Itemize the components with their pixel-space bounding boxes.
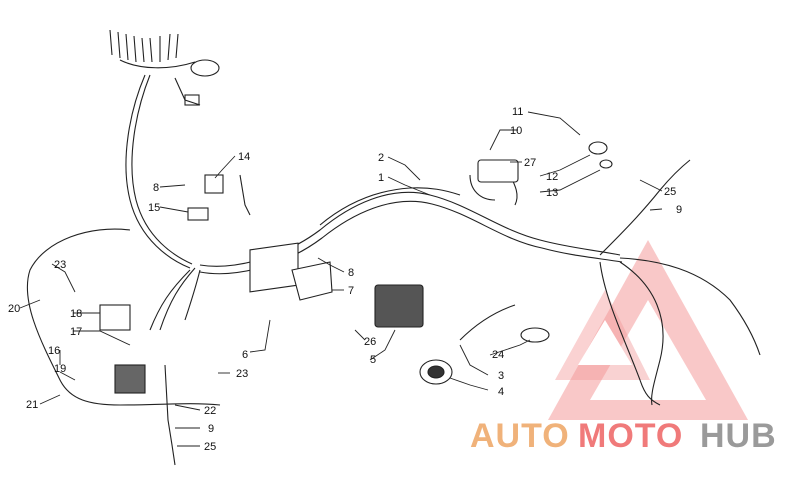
clamp-24 xyxy=(520,327,550,343)
callout-26: 26 xyxy=(364,336,376,348)
relay-box xyxy=(114,364,146,394)
callout-10: 10 xyxy=(510,125,522,137)
callout-14: 14 xyxy=(238,151,250,163)
callout-24: 24 xyxy=(492,349,504,361)
callout-20: 20 xyxy=(8,303,20,315)
watermark-auto: AUTO xyxy=(470,417,570,455)
callout-9-bottom: 9 xyxy=(208,423,214,435)
cdi-box xyxy=(249,242,299,293)
callout-6: 6 xyxy=(242,349,248,361)
callout-3: 3 xyxy=(498,370,504,382)
callout-9-right: 9 xyxy=(676,204,682,216)
callout-8-mid: 8 xyxy=(348,267,354,279)
grommet-13 xyxy=(599,159,613,169)
callout-23-left: 23 xyxy=(54,259,66,271)
connector-15 xyxy=(187,207,209,221)
bracket-14 xyxy=(204,174,224,194)
ignition-switch-icon xyxy=(419,359,453,385)
callout-22: 22 xyxy=(204,405,216,417)
callout-5: 5 xyxy=(370,354,376,366)
callout-8-top: 8 xyxy=(153,182,159,194)
watermark-text: AUTO MOTO HUB xyxy=(470,417,777,455)
callout-16: 16 xyxy=(48,345,60,357)
relay-box-upper xyxy=(99,304,131,331)
callout-4: 4 xyxy=(498,386,504,398)
callout-27: 27 xyxy=(524,157,536,169)
callout-21: 21 xyxy=(26,399,38,411)
callout-23-mid: 23 xyxy=(236,368,248,380)
leader-lines xyxy=(19,111,663,447)
callout-labels: 2 1 11 10 27 12 13 14 8 15 25 9 23 20 18… xyxy=(8,106,682,453)
callout-12: 12 xyxy=(546,171,558,183)
callout-17: 17 xyxy=(70,326,82,338)
callout-11: 11 xyxy=(512,106,523,118)
bracket-part xyxy=(291,261,333,301)
callout-19: 19 xyxy=(54,363,66,375)
callout-25-right: 25 xyxy=(664,186,676,198)
callout-18: 18 xyxy=(70,308,82,320)
callout-7: 7 xyxy=(348,285,354,297)
coil-box xyxy=(477,159,519,183)
regulator xyxy=(374,284,424,328)
callout-15: 15 xyxy=(148,202,160,214)
grommet-12 xyxy=(588,141,608,155)
watermark-logo-icon xyxy=(548,240,748,420)
callout-1: 1 xyxy=(378,172,384,184)
callout-2: 2 xyxy=(378,152,384,164)
callout-13: 13 xyxy=(546,187,558,199)
watermark-hub: HUB xyxy=(700,417,777,455)
watermark-moto: MOTO xyxy=(578,417,683,455)
callout-25-bottom: 25 xyxy=(204,441,216,453)
